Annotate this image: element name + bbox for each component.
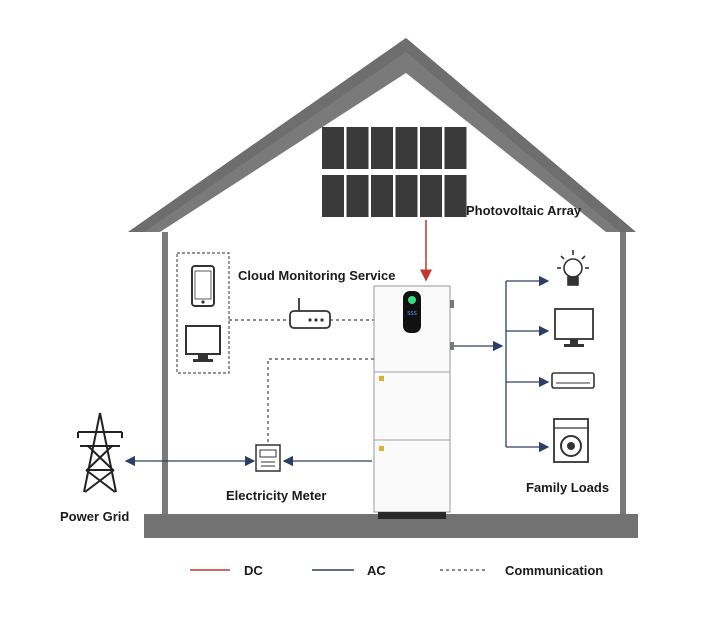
pv-panel-cell	[420, 175, 442, 217]
pv-panel-cell	[395, 175, 418, 217]
pv-panel-cell	[322, 175, 344, 217]
pv-panel-cell	[444, 175, 467, 217]
pv-panel-cell	[322, 127, 344, 169]
electricity-meter-icon	[255, 444, 281, 472]
electricity-meter-label: Electricity Meter	[226, 488, 326, 503]
pv-panel-cell	[346, 175, 369, 217]
legend: DC AC Communication	[190, 563, 603, 578]
battery-module-badge-2	[379, 446, 384, 451]
battery-display-panel: SSS	[403, 291, 421, 333]
desktop-monitor-icon	[185, 325, 221, 362]
legend-communication-label: Communication	[505, 563, 603, 578]
ac-lines	[124, 275, 550, 467]
family-loads-label: Family Loads	[526, 480, 609, 495]
pv-array-label: Photovoltaic Array	[466, 203, 582, 218]
cloud-monitoring-label: Cloud Monitoring Service	[238, 268, 395, 283]
house-walls	[144, 232, 638, 538]
power-grid-tower-icon	[77, 412, 123, 493]
air-conditioner-icon	[551, 372, 595, 389]
pv-panel-cell	[444, 127, 467, 169]
battery-display-text: SSS	[407, 311, 417, 317]
battery-module-badge-1	[379, 376, 384, 381]
pv-panel-cell	[395, 127, 418, 169]
pv-panel-cell	[346, 127, 369, 169]
smartphone-icon	[191, 265, 215, 307]
communication-lines	[229, 319, 374, 445]
washing-machine-icon	[553, 418, 589, 463]
light-bulb-icon	[557, 250, 589, 286]
power-grid-label: Power Grid	[60, 509, 129, 524]
photovoltaic-array	[322, 127, 467, 217]
battery-storage-unit: SSS	[373, 285, 454, 519]
television-icon	[554, 308, 594, 347]
pv-panel-cell	[371, 175, 393, 217]
legend-dc-label: DC	[244, 563, 263, 578]
legend-ac-label: AC	[367, 563, 386, 578]
house-roof	[128, 38, 636, 232]
router-icon	[289, 298, 331, 329]
pv-panel-cell	[420, 127, 442, 169]
pv-panel-cell	[371, 127, 393, 169]
monitor-devices-box	[176, 252, 230, 374]
